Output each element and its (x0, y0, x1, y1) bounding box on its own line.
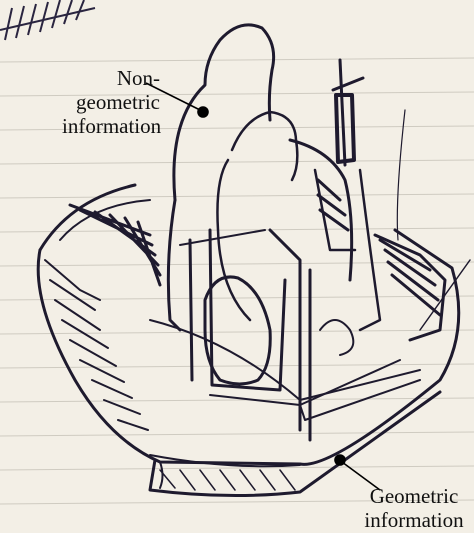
geometric-information-label: Geometric information (356, 484, 472, 532)
label-line: Geometric (356, 484, 472, 508)
label-line: information (62, 114, 160, 138)
label-line: information (356, 508, 472, 532)
geometric-marker-dot (335, 455, 345, 465)
label-line: geometric (62, 90, 160, 114)
label-line: Non- (62, 66, 160, 90)
non-geometric-marker-dot (198, 107, 208, 117)
non-geometric-information-label: Non- geometric information (62, 66, 160, 138)
